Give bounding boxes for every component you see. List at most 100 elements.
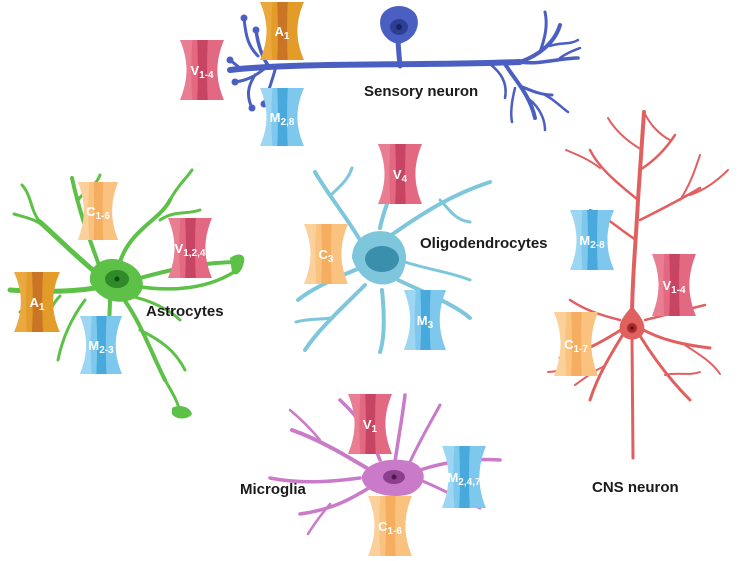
channel-letter: V (662, 278, 671, 293)
astrocyte-endfoot (230, 254, 245, 275)
channel-label: C1-7 (564, 337, 588, 355)
sensory-neuron-nucleolus (396, 24, 402, 30)
microglia: Microglia (240, 393, 502, 542)
channel-label: M2,8 (270, 110, 295, 128)
channel-highlight (260, 2, 273, 60)
astrocyte-endfoot (172, 406, 192, 419)
channel-pore (93, 182, 104, 240)
channel-label: M2-3 (88, 338, 114, 356)
channel-letter: M (270, 110, 281, 125)
channel-highlight (168, 218, 181, 278)
channel-subscript: 1 (284, 31, 290, 42)
channel-pore (459, 446, 470, 508)
channel-subscript: 3 (428, 320, 434, 331)
channel-subscript: 1 (372, 424, 378, 435)
channel-letter: M (417, 313, 428, 328)
channel-cns-v: V1-4 (652, 254, 696, 316)
channel-letter: M (579, 233, 590, 248)
microglia-nucleolus (391, 474, 397, 480)
cns-neuron-label: CNS neuron (592, 479, 679, 496)
channel-subscript: 1-6 (387, 526, 402, 537)
channel-label: C3 (319, 247, 334, 265)
channel-label: M3 (417, 313, 434, 331)
channel-astro-m: M2-3 (79, 316, 123, 374)
sensory-terminal-knob (252, 26, 260, 34)
oligodendrocytes-label: Oligodendrocytes (420, 235, 548, 252)
channel-letter: A (275, 24, 285, 39)
channel-highlight (442, 446, 455, 508)
channel-subscript: 1-6 (95, 211, 110, 222)
channel-sensory-a: A1 (260, 2, 304, 60)
channel-pore (185, 218, 196, 278)
channel-letter: C (86, 204, 96, 219)
microglia-label: Microglia (240, 481, 307, 498)
channel-highlight (554, 312, 567, 376)
channel-pore (277, 88, 288, 146)
channel-pore (32, 272, 43, 332)
cns-neuron: CNS neuron (547, 110, 729, 496)
cns-neuron-soma (619, 306, 645, 340)
channel-highlight (403, 290, 416, 350)
channel-label: A1 (30, 295, 45, 313)
channel-label: C1-6 (86, 204, 110, 222)
channel-subscript: 1-4 (671, 285, 686, 296)
channel-pore (571, 312, 582, 376)
oligodendrocyte-processes (294, 166, 492, 354)
channel-letter: M (447, 470, 458, 485)
sensory-neuron-label: Sensory neuron (364, 83, 478, 100)
channel-subscript: 2-8 (590, 240, 605, 251)
channel-subscript: 1-7 (573, 344, 588, 355)
channel-subscript: 2-3 (99, 345, 114, 356)
channel-pore (385, 496, 396, 556)
astrocyte-nucleolus (114, 276, 120, 282)
channel-subscript: 1,2,4 (183, 248, 206, 259)
channel-pore (395, 144, 406, 204)
channel-letter: C (564, 337, 574, 352)
channel-pore (277, 2, 288, 60)
sensory-terminal-knob (248, 104, 256, 112)
sensory-neuron: Sensory neuron (226, 6, 582, 132)
channel-highlight (652, 254, 665, 316)
channel-highlight (180, 40, 193, 100)
astrocytes-label: Astrocytes (146, 303, 224, 320)
sensory-neuron-shape (227, 10, 582, 132)
sensory-terminal-knob (226, 56, 234, 64)
channels-layer: A1V1-4M2,8C1-6V1,2,4A1M2-3V4C3M3V1M2,4,7… (14, 2, 696, 556)
channel-letter: V (190, 63, 199, 78)
channel-pore (197, 40, 208, 100)
channel-subscript: 3 (328, 254, 334, 265)
channel-subscript: 1-4 (199, 70, 214, 81)
channel-label: V1-4 (662, 278, 686, 296)
oligodendrocyte-nucleus (365, 246, 399, 272)
microglia-processes (268, 393, 502, 542)
channel-letter: M (88, 338, 99, 353)
channel-highlight (378, 144, 391, 204)
channel-subscript: 1 (39, 302, 45, 313)
channel-letter: V (363, 417, 372, 432)
channel-micro-c: C1-6 (368, 496, 412, 556)
channel-oligo-v: V4 (378, 144, 422, 204)
channel-cns-c: C1-7 (554, 312, 598, 376)
channel-pore (365, 394, 376, 454)
channel-astro-a: A1 (14, 272, 60, 332)
channel-cns-m: M2-8 (570, 210, 614, 270)
channel-label: A1 (275, 24, 290, 42)
channel-highlight (304, 224, 317, 284)
channel-astro-v: V1,2,4 (168, 218, 212, 278)
sensory-terminal-knob (240, 14, 248, 22)
channel-micro-m: M2,4,7 (442, 446, 486, 508)
channel-subscript: 2,4,7 (458, 477, 481, 488)
sensory-terminal-knob (231, 78, 239, 86)
channel-subscript: 2,8 (280, 117, 294, 128)
channel-label: C1-6 (378, 519, 402, 537)
channel-letter: V (175, 241, 184, 256)
channel-highlight (348, 394, 361, 454)
channel-letter: C (378, 519, 388, 534)
channel-astro-c: C1-6 (77, 182, 119, 240)
channel-pore (321, 224, 332, 284)
channel-label: V1 (363, 417, 378, 435)
cns-neuron-nucleolus (630, 326, 634, 330)
cns-neuron-dendrites (547, 110, 729, 460)
